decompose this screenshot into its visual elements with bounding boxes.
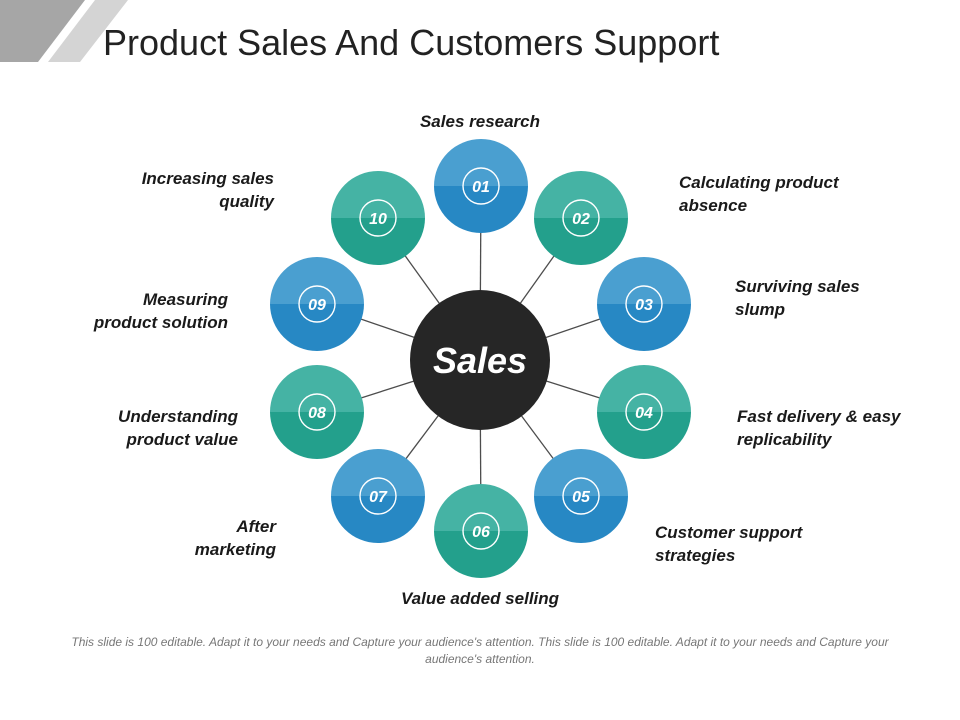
node-number-10: 10: [369, 211, 387, 228]
node-circle-bottom: [270, 412, 364, 459]
node-circle-bottom: [534, 218, 628, 265]
node-number-02: 02: [572, 211, 590, 228]
node-label-03: Surviving sales slump: [735, 277, 860, 319]
slide-title: Product Sales And Customers Support: [103, 22, 720, 63]
node-label-09: Measuring product solution: [93, 290, 228, 332]
center-circle: [410, 290, 550, 430]
node-label-05: Customer support strategies: [655, 523, 803, 565]
node-circle-top: [434, 139, 528, 186]
node-number-ring: [562, 199, 600, 237]
node-number-03: 03: [635, 297, 653, 314]
node-02: 02: [534, 171, 628, 265]
center-hub: Sales: [410, 290, 550, 430]
node-label-01: Sales research: [419, 112, 541, 131]
node-08: 08: [270, 365, 364, 459]
node-circle-bottom: [534, 496, 628, 543]
node-circle-top: [270, 365, 364, 412]
node-circle-bottom: [331, 218, 425, 265]
node-number-04: 04: [635, 405, 653, 422]
node-04: 04: [597, 365, 691, 459]
node-05: 05: [534, 449, 628, 543]
node-circle-top: [331, 171, 425, 218]
node-number-ring: [625, 285, 663, 323]
node-number-06: 06: [472, 524, 490, 541]
node-circle-bottom: [331, 496, 425, 543]
node-number-ring: [462, 512, 500, 550]
node-number-ring: [359, 199, 397, 237]
node-number-09: 09: [308, 297, 326, 314]
node-number-ring: [625, 393, 663, 431]
node-circle-bottom: [597, 304, 691, 351]
node-number-ring: [298, 393, 336, 431]
node-circle-top: [534, 171, 628, 218]
node-number-07: 07: [369, 489, 388, 506]
node-07: 07: [331, 449, 425, 543]
node-label-02: Calculating product absence: [679, 173, 839, 215]
center-label: Sales: [433, 340, 527, 381]
node-09: 09: [270, 257, 364, 351]
node-03: 03: [597, 257, 691, 351]
node-circle-top: [270, 257, 364, 304]
node-number-ring: [562, 477, 600, 515]
node-label-08: Understanding product value: [118, 407, 238, 449]
node-number-01: 01: [472, 179, 490, 196]
node-number-05: 05: [572, 489, 591, 506]
footer-note: This slide is 100 editable. Adapt it to …: [71, 635, 889, 666]
node-label-07: After marketing: [194, 517, 276, 559]
node-label-10: Increasing sales quality: [141, 169, 274, 211]
node-circle-top: [597, 365, 691, 412]
node-circle-top: [534, 449, 628, 496]
node-06: 06: [434, 484, 528, 578]
node-circle-bottom: [597, 412, 691, 459]
node-10: 10: [331, 171, 425, 265]
node-number-ring: [359, 477, 397, 515]
node-label-06: Value added selling: [400, 589, 560, 608]
node-number-08: 08: [308, 405, 326, 422]
node-label-04: Fast delivery & easy replicability: [737, 407, 901, 449]
node-circle-top: [331, 449, 425, 496]
corner-decoration: [0, 0, 128, 62]
node-circles: 01 02 03 04 05 06 07 08 09 10: [270, 139, 691, 578]
node-circle-top: [434, 484, 528, 531]
node-number-ring: [298, 285, 336, 323]
node-circle-top: [597, 257, 691, 304]
node-01: 01: [434, 139, 528, 233]
node-circle-bottom: [270, 304, 364, 351]
node-circle-bottom: [434, 531, 528, 578]
node-number-ring: [462, 167, 500, 205]
node-circle-bottom: [434, 186, 528, 233]
